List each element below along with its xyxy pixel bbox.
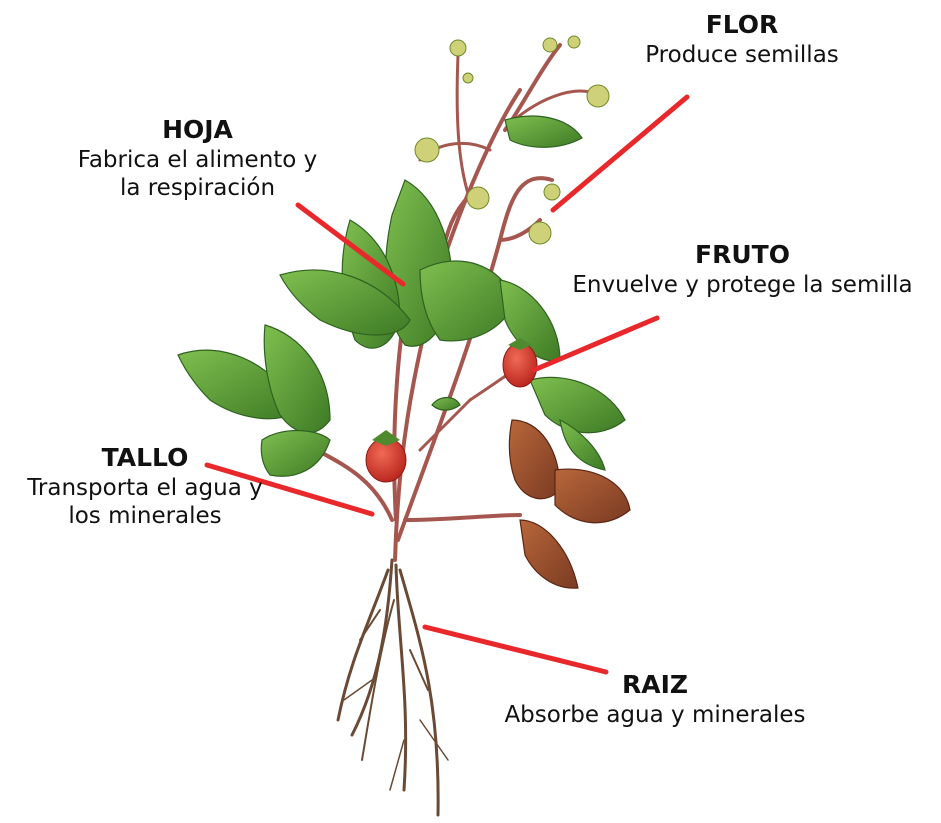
label-fruto: FRUTO Envuelve y protege la semilla: [550, 240, 935, 299]
pointer-flor: [553, 97, 687, 210]
label-fruto-title: FRUTO: [550, 240, 935, 271]
label-flor-title: FLOR: [622, 10, 862, 41]
label-flor-desc: Produce semillas: [622, 41, 862, 69]
roots: [338, 560, 448, 815]
label-tallo-title: TALLO: [0, 443, 290, 474]
label-fruto-desc: Envuelve y protege la semilla: [550, 271, 935, 299]
label-hoja-desc-line1: Fabrica el alimento y: [20, 146, 375, 174]
label-flor: FLOR Produce semillas: [622, 10, 862, 69]
label-tallo-desc-line1: Transporta el agua y: [0, 474, 290, 502]
label-tallo: TALLO Transporta el agua y los minerales: [0, 443, 290, 530]
label-raiz-title: RAIZ: [480, 670, 830, 701]
label-hoja-desc-line2: la respiración: [20, 174, 375, 202]
label-tallo-desc-line2: los minerales: [0, 502, 290, 530]
label-raiz: RAIZ Absorbe agua y minerales: [480, 670, 830, 729]
label-hoja-title: HOJA: [20, 115, 375, 146]
pointer-raiz: [425, 627, 606, 672]
label-hoja: HOJA Fabrica el alimento y la respiració…: [20, 115, 375, 202]
label-raiz-desc: Absorbe agua y minerales: [480, 701, 830, 729]
